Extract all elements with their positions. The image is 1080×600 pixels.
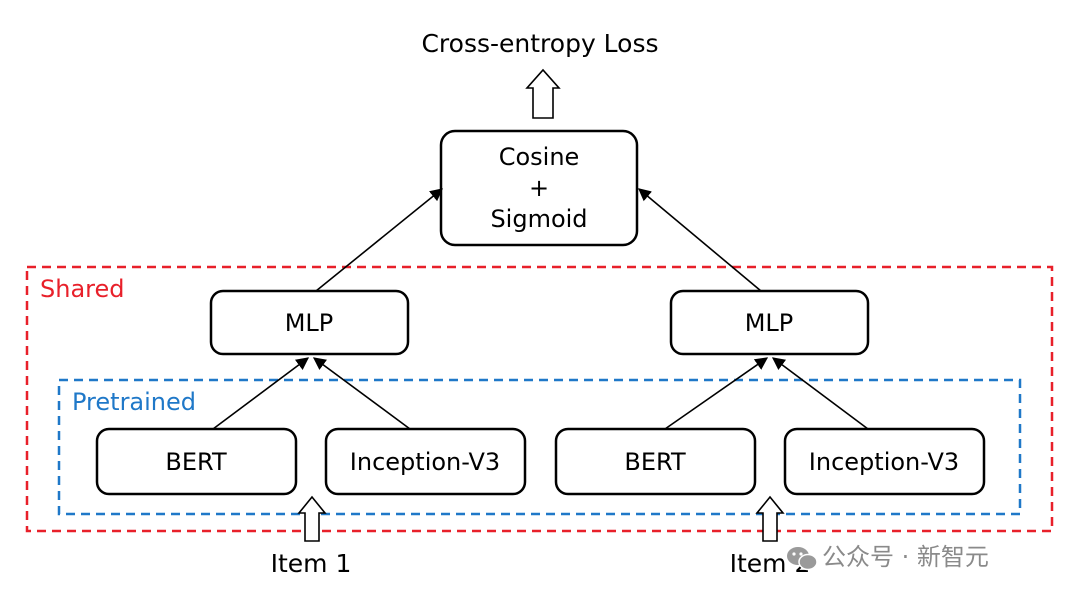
edge-left-inception-to-mlp xyxy=(312,357,411,430)
plus-label: + xyxy=(529,174,549,202)
right-bert-label: BERT xyxy=(624,448,686,476)
edge-right-mlp-to-cosine xyxy=(638,188,762,292)
left-bert-label: BERT xyxy=(165,448,227,476)
right-mlp-node xyxy=(669,289,870,356)
edge-right-inception-to-mlp xyxy=(771,357,869,430)
left-mlp-node xyxy=(209,289,410,356)
watermark-text: 公众号 · 新智元 xyxy=(822,543,989,571)
loss-title: Cross-entropy Loss xyxy=(421,29,658,58)
edge-right-bert-to-mlp xyxy=(664,357,769,430)
cosine-sigmoid-node xyxy=(439,129,639,247)
edge-left-bert-to-mlp xyxy=(212,357,310,430)
item2-input-arrow xyxy=(755,495,785,542)
right-bert-node xyxy=(554,427,757,496)
left-inception-label: Inception-V3 xyxy=(350,448,500,476)
left-bert-node xyxy=(95,427,298,496)
right-inception-label: Inception-V3 xyxy=(809,448,959,476)
item1-label: Item 1 xyxy=(271,549,352,578)
item1-input-arrow xyxy=(297,495,327,542)
wechat-icon xyxy=(787,547,818,571)
pretrained-label: Pretrained xyxy=(72,388,196,416)
right-inception-node xyxy=(783,427,986,496)
left-mlp-label: MLP xyxy=(285,309,334,337)
sigmoid-label: Sigmoid xyxy=(490,205,587,233)
shared-region xyxy=(25,265,1054,533)
right-mlp-label: MLP xyxy=(745,309,794,337)
shared-label: Shared xyxy=(40,275,125,303)
output-arrow xyxy=(525,68,561,119)
cosine-label: Cosine xyxy=(499,143,580,171)
edge-left-mlp-to-cosine xyxy=(315,188,443,292)
left-inception-node xyxy=(324,427,527,496)
pretrained-region xyxy=(57,378,1022,516)
